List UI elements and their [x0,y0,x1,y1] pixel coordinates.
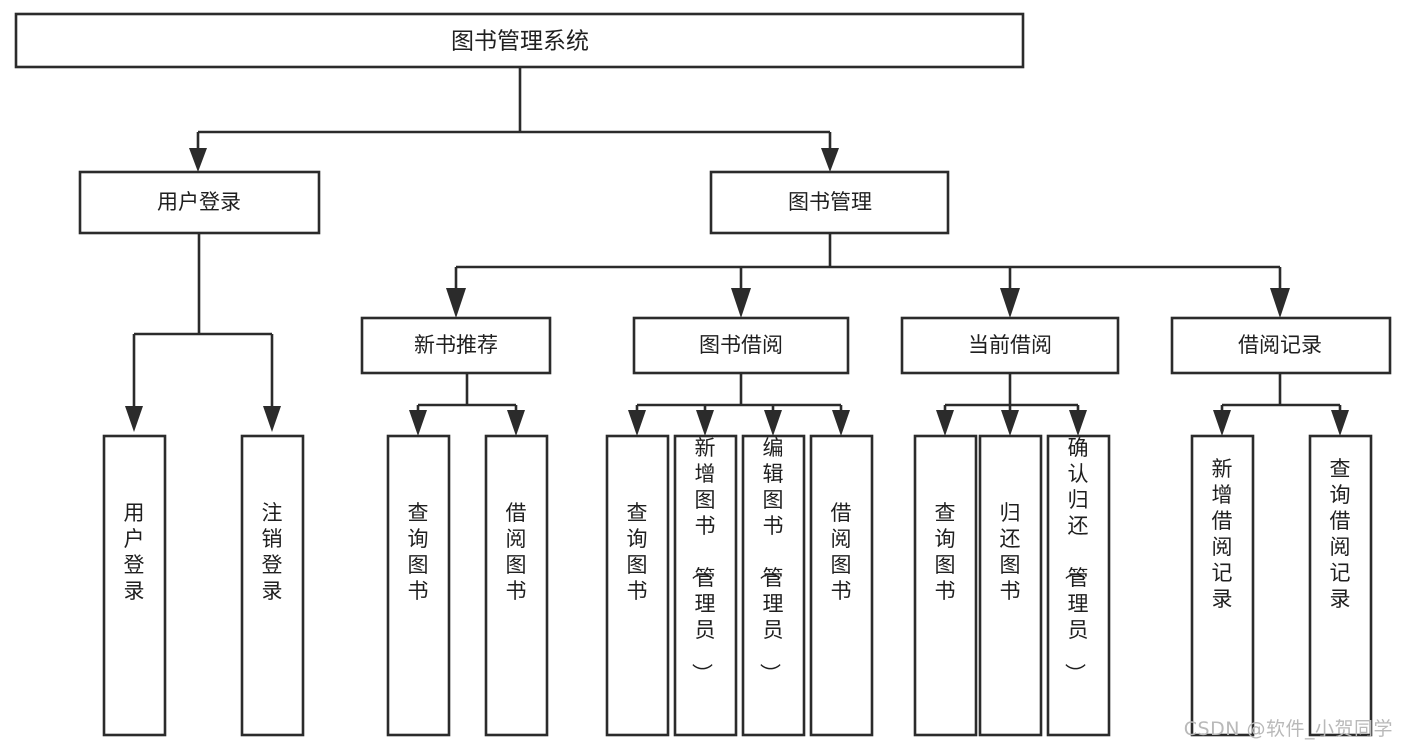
leaf-query-borrow-record-label: 查询借阅记录 [1330,457,1351,611]
node-current-borrow[interactable]: 当前借阅 [900,316,1120,375]
node-root-system-label: 图书管理系统 [451,29,589,55]
csdn-watermark: CSDN @软件_小贺同学 [1183,718,1393,740]
leaf-query-book-recommend-box[interactable] [386,434,451,737]
leaf-add-borrow-record[interactable]: 新增借阅记录 [1190,434,1255,737]
node-book-borrow-box[interactable] [632,316,850,375]
leaf-add-book-label: 新增图书（管理员） [690,436,716,684]
leaf-query-book-borrow-box[interactable] [605,434,670,737]
arrow-head-leaf-add-book [696,410,714,436]
arrow-head-leaf-query-book-2 [628,410,646,436]
leaf-borrow-book-recommend[interactable]: 借阅图书 [484,434,549,737]
node-user-login-box[interactable] [78,170,321,235]
node-new-book-recommend-label: 新书推荐 [414,333,498,357]
node-book-borrow-label: 图书借阅 [699,333,783,357]
leaf-query-book-recommend-label: 查询图书 [408,501,429,603]
leaf-user-login-box[interactable] [102,434,167,737]
arrow-head-user-login [189,148,207,172]
node-user-login[interactable]: 用户登录 [78,170,321,235]
leaf-query-book-current-label: 查询图书 [935,501,956,603]
leaf-logout[interactable]: 注销登录 [240,434,305,737]
leaf-add-book-box[interactable] [673,434,738,737]
leaf-add-borrow-record-label: 新增借阅记录 [1212,457,1233,611]
connector-layer [125,68,1349,436]
arrow-head-leaf-return-book [1001,410,1019,436]
leaf-logout-label: 注销登录 [262,501,283,603]
leaf-borrow-book-box[interactable] [809,434,874,737]
node-new-book-recommend[interactable]: 新书推荐 [360,316,552,375]
arrow-head-leaf-confirm-return [1069,410,1087,436]
arrow-head-borrow-records [1270,288,1290,318]
leaf-query-book-current[interactable]: 查询图书 [913,434,978,737]
arrow-head-leaf-query-book-3 [936,410,954,436]
arrow-head-leaf-edit-book [764,410,782,436]
leaf-query-borrow-record-box[interactable] [1308,434,1373,737]
leaf-borrow-book-recommend-label: 借阅图书 [506,501,527,603]
leaf-edit-book[interactable]: 编辑图书（管理员） [741,434,806,737]
node-borrow-records-label: 借阅记录 [1238,333,1322,357]
leaf-confirm-return-box[interactable] [1046,434,1111,737]
node-root-system[interactable]: 图书管理系统 [14,12,1025,69]
node-book-borrow[interactable]: 图书借阅 [632,316,850,375]
leaf-edit-book-label: 编辑图书（管理员） [758,436,784,684]
leaf-user-login[interactable]: 用户登录 [102,434,167,737]
leaf-query-book-borrow[interactable]: 查询图书 [605,434,670,737]
leaf-query-book-borrow-label: 查询图书 [627,501,648,603]
arrow-head-leaf-add-record [1213,410,1231,436]
node-book-manage[interactable]: 图书管理 [709,170,950,235]
node-borrow-records-box[interactable] [1170,316,1392,375]
node-current-borrow-box[interactable] [900,316,1120,375]
arrow-head-leaf-query-book-1 [409,410,427,436]
leaf-add-borrow-record-box[interactable] [1190,434,1255,737]
arrow-head-leaf-user-login [125,406,143,432]
arrow-head-leaf-logout [263,406,281,432]
leaf-borrow-book[interactable]: 借阅图书 [809,434,874,737]
leaf-query-borrow-record[interactable]: 查询借阅记录 [1308,434,1373,737]
node-current-borrow-label: 当前借阅 [968,333,1052,357]
leaf-borrow-book-label: 借阅图书 [831,501,852,603]
arrow-head-new-book-recommend [446,288,466,318]
arrow-head-leaf-borrow-book-2 [832,410,850,436]
node-user-login-label: 用户登录 [157,190,241,214]
leaf-query-book-recommend[interactable]: 查询图书 [386,434,451,737]
leaf-query-book-current-box[interactable] [913,434,978,737]
node-new-book-recommend-box[interactable] [360,316,552,375]
leaf-borrow-book-recommend-box[interactable] [484,434,549,737]
leaf-return-book-label: 归还图书 [1000,501,1021,603]
leaf-confirm-return-label: 确认归还（管理员） [1063,436,1089,684]
arrow-head-current-borrow [1000,288,1020,318]
node-book-manage-label: 图书管理 [788,190,872,214]
node-borrow-records[interactable]: 借阅记录 [1170,316,1392,375]
leaf-user-login-label: 用户登录 [124,501,145,603]
leaf-confirm-return[interactable]: 确认归还（管理员） [1046,434,1111,737]
arrow-head-leaf-borrow-book-1 [507,410,525,436]
arrow-head-leaf-query-record [1331,410,1349,436]
leaf-return-book[interactable]: 归还图书 [978,434,1043,737]
leaf-logout-box[interactable] [240,434,305,737]
leaf-edit-book-box[interactable] [741,434,806,737]
node-book-manage-box[interactable] [709,170,950,235]
leaf-return-book-box[interactable] [978,434,1043,737]
arrow-head-book-manage [821,148,839,172]
arrow-head-book-borrow [731,288,751,318]
leaf-add-book[interactable]: 新增图书（管理员） [673,434,738,737]
node-root-system-box[interactable] [14,12,1025,69]
